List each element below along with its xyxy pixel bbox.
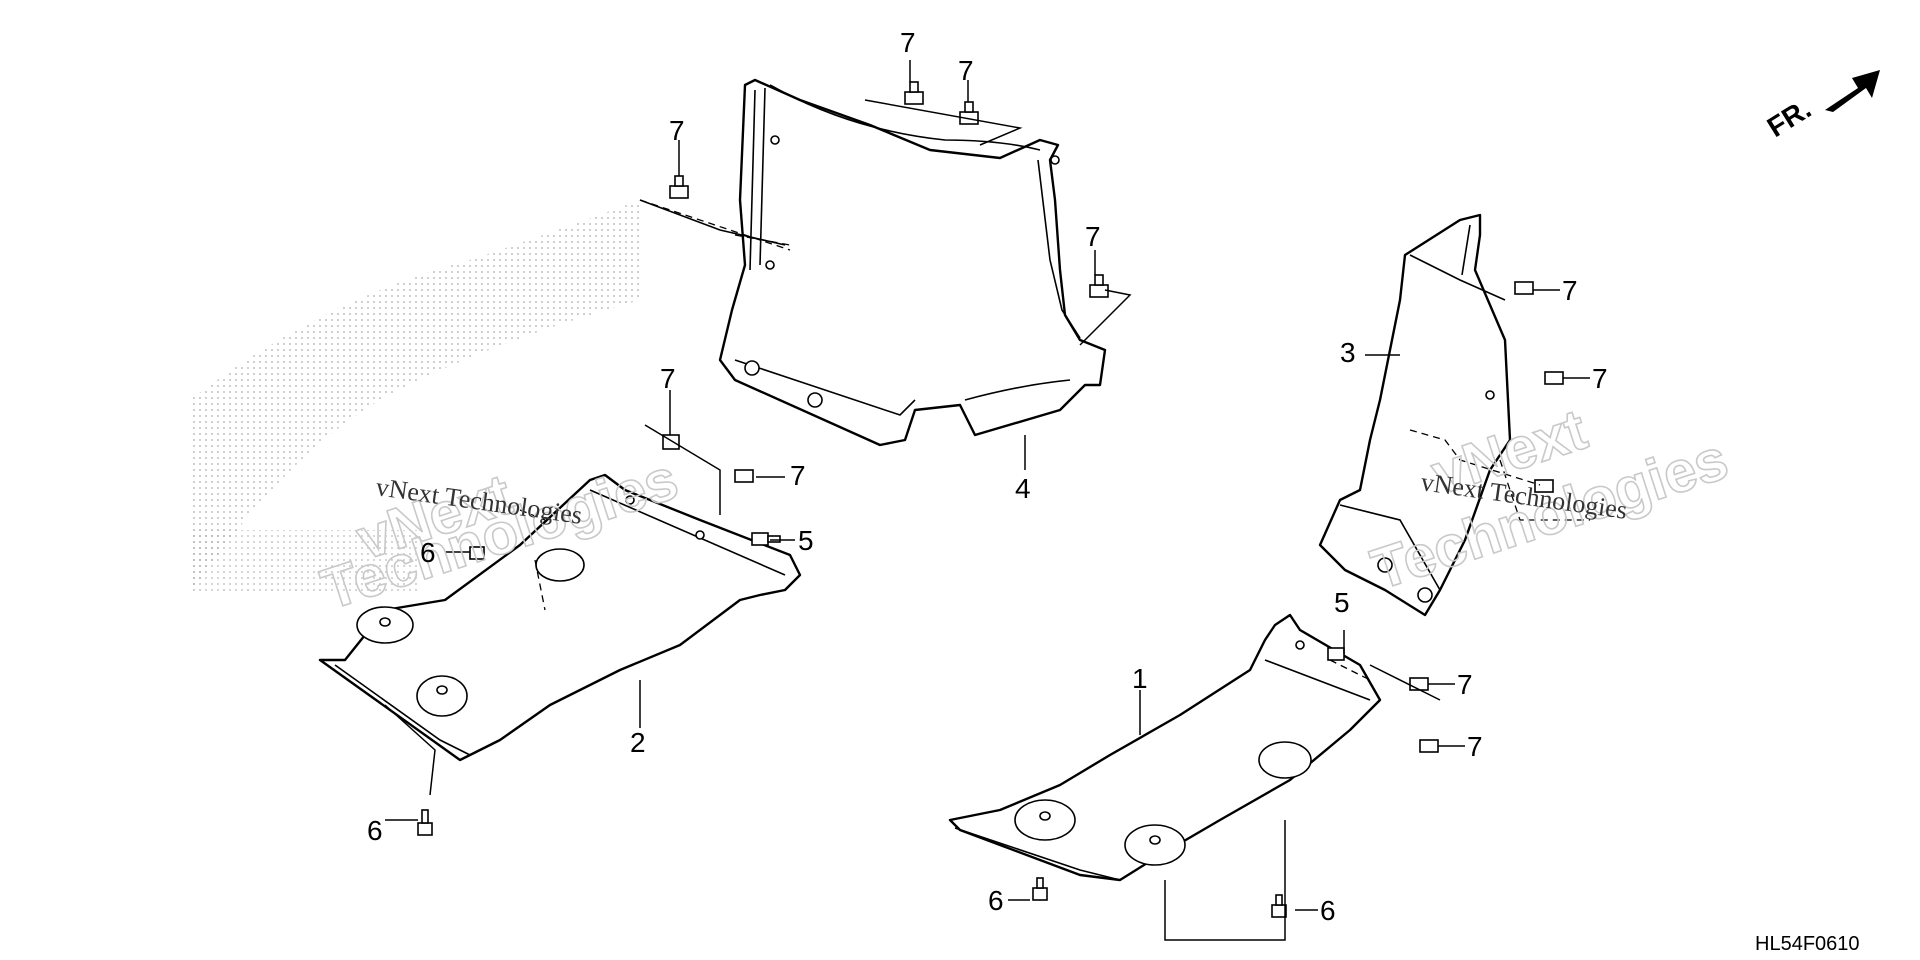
callout-6: 6 [1320, 895, 1336, 926]
clip-fastener [1419, 739, 1439, 753]
callout-7: 7 [1592, 363, 1608, 394]
front-direction-indicator: FR. [1762, 70, 1880, 143]
clip-fastener [1089, 274, 1109, 298]
callout-6: 6 [988, 885, 1004, 916]
fastener-set [417, 81, 1564, 918]
part-callouts: 7 7 7 7 7 7 7 7 7 7 5 5 6 6 6 6 1 2 3 4 [367, 27, 1608, 926]
front-arrow-icon [1825, 70, 1880, 112]
part-4-upper-panel [718, 78, 1107, 447]
callout-7: 7 [790, 460, 806, 491]
bolt-fastener [469, 546, 485, 560]
callout-7: 7 [958, 55, 974, 86]
clip-fastener [1534, 479, 1554, 493]
clip-fastener [669, 175, 689, 199]
part-1-skid-plate-right [948, 613, 1382, 882]
callout-7: 7 [1467, 731, 1483, 762]
clip-fastener [734, 469, 754, 483]
part-2-skid-plate-left [318, 473, 802, 762]
leader-lines [384, 60, 1590, 941]
callout-5: 5 [798, 525, 814, 556]
bolt-fastener [751, 532, 781, 546]
clip-fastener [1514, 281, 1534, 295]
front-label: FR. [1762, 93, 1817, 143]
clip-fastener [1544, 371, 1564, 385]
callout-1: 1 [1132, 663, 1148, 694]
diagram-code: HL54F0610 [1755, 933, 1860, 955]
callout-2: 2 [630, 727, 646, 758]
stipple-shadow [190, 200, 640, 595]
callout-4: 4 [1015, 473, 1031, 504]
bolt-fastener [1271, 894, 1287, 918]
stipple-shadow-lower [190, 530, 420, 595]
bolt-fastener [417, 809, 433, 836]
clip-fastener [959, 101, 979, 125]
callout-6: 6 [367, 815, 383, 846]
bolt-fastener [1327, 647, 1345, 661]
callout-5: 5 [1334, 587, 1350, 618]
bolt-fastener [1032, 877, 1048, 901]
callout-6: 6 [420, 537, 436, 568]
clip-fastener [1409, 677, 1429, 691]
callout-7: 7 [1562, 275, 1578, 306]
callout-7: 7 [669, 115, 685, 146]
callout-7: 7 [1085, 221, 1101, 252]
callout-7: 7 [1457, 669, 1473, 700]
callout-7: 7 [900, 27, 916, 58]
part-3-side-panel [1318, 213, 1512, 617]
callout-7: 7 [660, 363, 676, 394]
clip-fastener [904, 81, 924, 105]
callout-3: 3 [1340, 337, 1356, 368]
dashed-reference-lines [519, 199, 1590, 681]
